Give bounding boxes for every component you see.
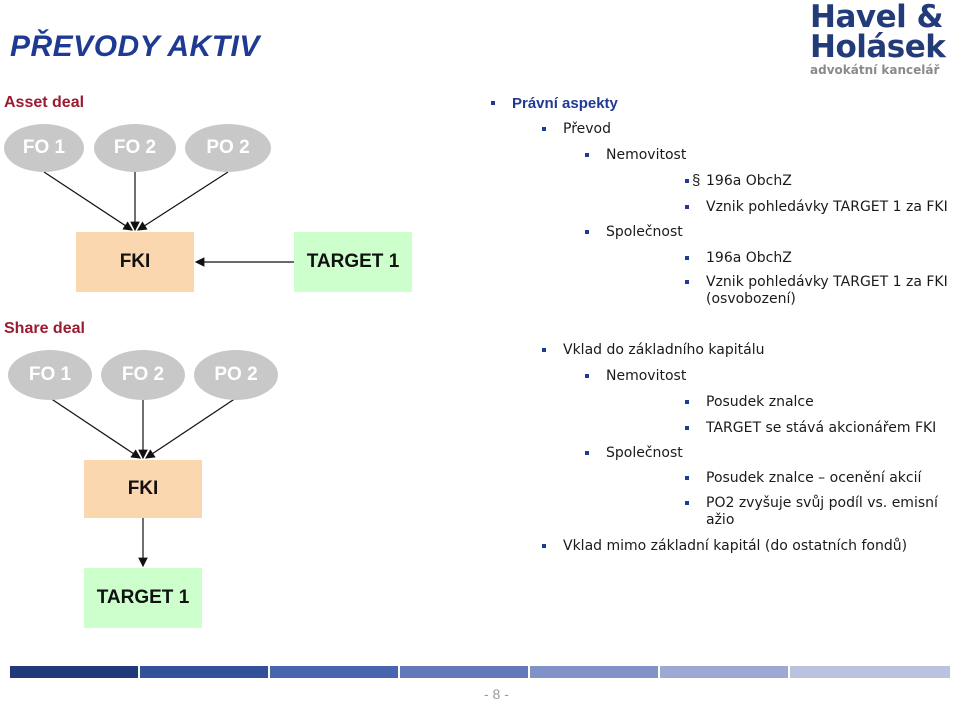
page-number: - 8 - <box>484 686 509 702</box>
share-fki-box: FKI <box>84 460 202 518</box>
outline-spolecnost-2: Společnost <box>585 445 683 461</box>
footer-bar-segment-4 <box>400 666 528 678</box>
outline-pravni-aspekty: Právní aspekty <box>491 95 618 112</box>
logo-subtitle: advokátní kancelář <box>810 63 940 77</box>
share-holder-fo1: FO 1 <box>8 350 92 400</box>
logo-line-1: Havel & <box>810 0 944 35</box>
paragraph-mark: § <box>692 172 701 189</box>
share-holder-fo2: FO 2 <box>101 350 185 400</box>
asset-holder-po2: PO 2 <box>185 124 271 172</box>
outline-s1-a: 196a ObchZ <box>685 250 792 266</box>
asset-fki-box: FKI <box>76 232 194 292</box>
footer-bar-segment-2 <box>140 666 268 678</box>
outline-n2-b: TARGET se stává akcionářem FKI <box>684 420 937 436</box>
footer-bar-segment-5 <box>530 666 658 678</box>
footer-bar-segment-6 <box>660 666 788 678</box>
outline-nemovitost-2: Nemovitost <box>584 368 687 384</box>
arrow-fo1-fki-asset <box>43 171 134 231</box>
arrow-fo1-fki-share <box>49 397 141 459</box>
arrow-po2-fki-share <box>145 397 237 459</box>
outline-n2-a: Posudek znalce <box>685 394 814 410</box>
asset-target-box: TARGET 1 <box>294 232 412 292</box>
footer-bar-segment-1 <box>10 666 138 678</box>
outline-vklad-mimo: Vklad mimo základní kapitál (do ostatníc… <box>541 538 908 554</box>
arrow-po2-fki-asset <box>136 171 229 231</box>
asset-holder-fo1: FO 1 <box>4 124 84 172</box>
asset-deal-label: Asset deal <box>4 94 85 111</box>
outline-spolecnost-1: Společnost <box>585 224 683 240</box>
share-holder-po2: PO 2 <box>194 350 278 400</box>
outline-n1-b: Vznik pohledávky TARGET 1 za FKI <box>685 199 948 215</box>
footer-bar-segment-3 <box>270 666 398 678</box>
asset-holder-fo2: FO 2 <box>94 124 176 172</box>
firm-logo: Havel & Holásek advokátní kancelář <box>810 2 950 78</box>
share-deal-label: Share deal <box>4 320 85 337</box>
outline-s1-b: Vznik pohledávky TARGET 1 za FKI (osvobo… <box>685 274 956 308</box>
outline-prevod: Převod <box>542 121 611 137</box>
outline-s2-a: Posudek znalce – ocenění akcií <box>684 470 922 486</box>
logo-line-2: Holásek <box>810 29 946 65</box>
outline-n1-a: 196a ObchZ <box>685 173 792 189</box>
outline-s2-b: PO2 zvyšuje svůj podíl vs. emisní ažio <box>685 495 946 529</box>
share-target-box: TARGET 1 <box>84 568 202 628</box>
outline-vklad: Vklad do základního kapitálu <box>541 342 765 358</box>
outline-nemovitost-1: Nemovitost <box>584 147 687 163</box>
footer-bar-segment-7 <box>790 666 950 678</box>
page-title: PŘEVODY AKTIV <box>10 30 260 63</box>
